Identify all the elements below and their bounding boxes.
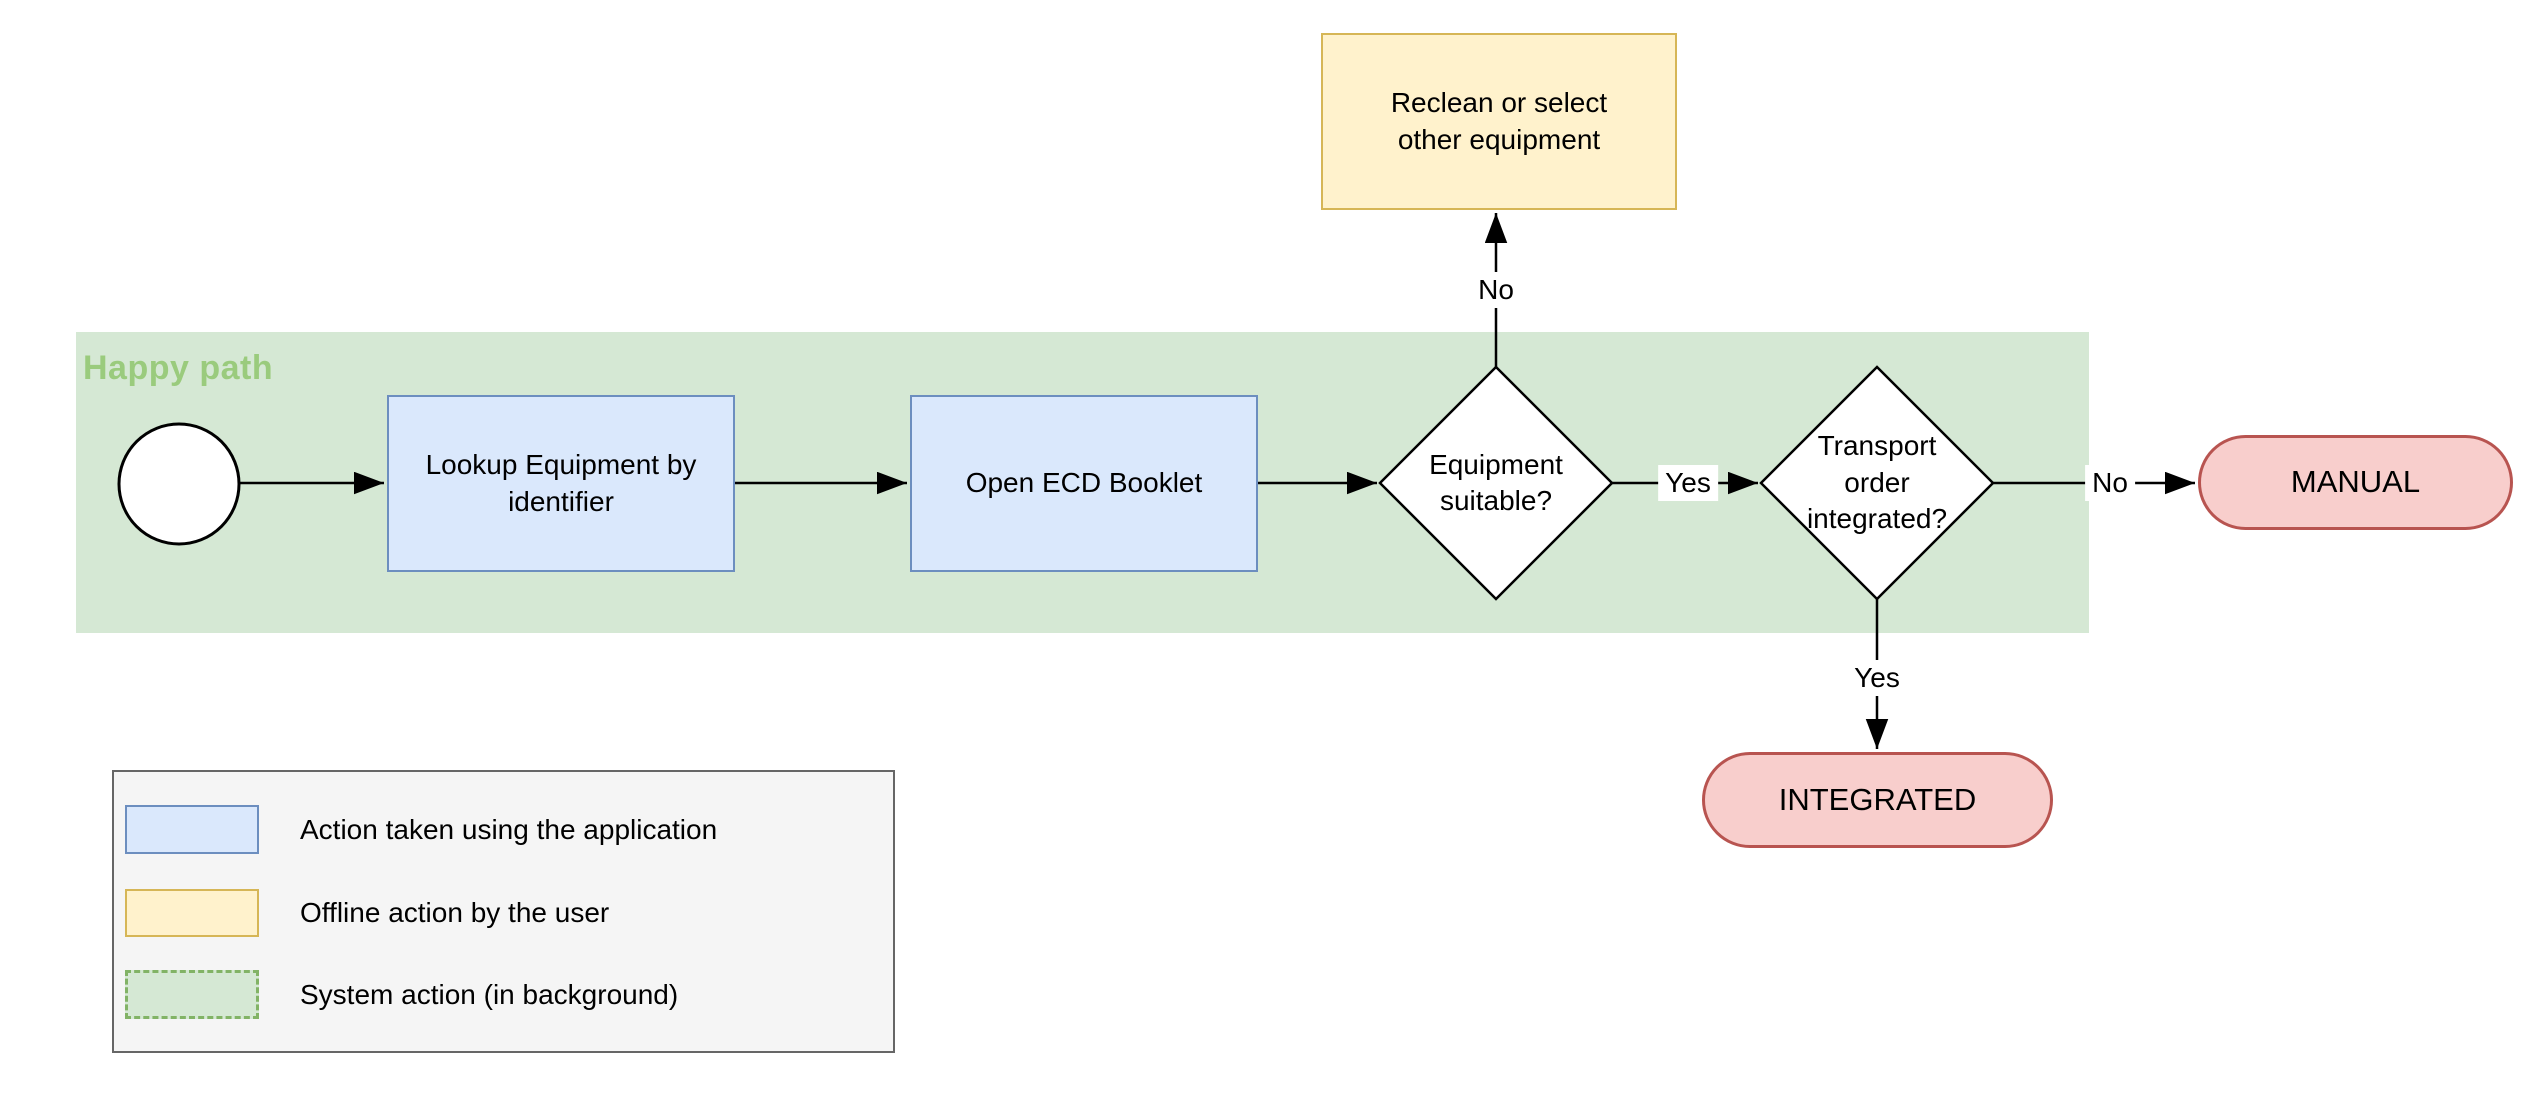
- node-lookup-equipment: Lookup Equipment by identifier: [387, 395, 735, 572]
- legend-box: Action taken using the application Offli…: [112, 770, 895, 1053]
- happy-path-label: Happy path: [83, 349, 274, 387]
- decision-equipment-suitable-label: Equipment suitable?: [1429, 448, 1563, 516]
- node-open-ecd-booklet: Open ECD Booklet: [910, 395, 1258, 572]
- legend-swatch-offline-action: [125, 889, 259, 937]
- edge-label-transport-yes: Yes: [1847, 660, 1907, 696]
- legend-swatch-system-action: [125, 970, 259, 1019]
- node-manual: MANUAL: [2198, 435, 2513, 530]
- legend-label-application-action: Action taken using the application: [300, 813, 718, 845]
- edge-label-equipment-yes: Yes: [1658, 465, 1718, 501]
- edge-label-equipment-no: No: [1471, 272, 1521, 308]
- start-node: [117, 422, 241, 546]
- legend-label-system-action: System action (in background): [300, 978, 679, 1010]
- node-reclean-or-select: Reclean or select other equipment: [1321, 33, 1677, 210]
- decision-transport-order-label: Transport order integrated?: [1806, 430, 1948, 535]
- edge-label-transport-no: No: [2085, 465, 2135, 501]
- node-integrated: INTEGRATED: [1702, 752, 2053, 848]
- decision-equipment-suitable: [1378, 365, 1614, 601]
- legend-label-offline-action: Offline action by the user: [300, 897, 610, 928]
- legend-swatch-application-action: [125, 805, 259, 854]
